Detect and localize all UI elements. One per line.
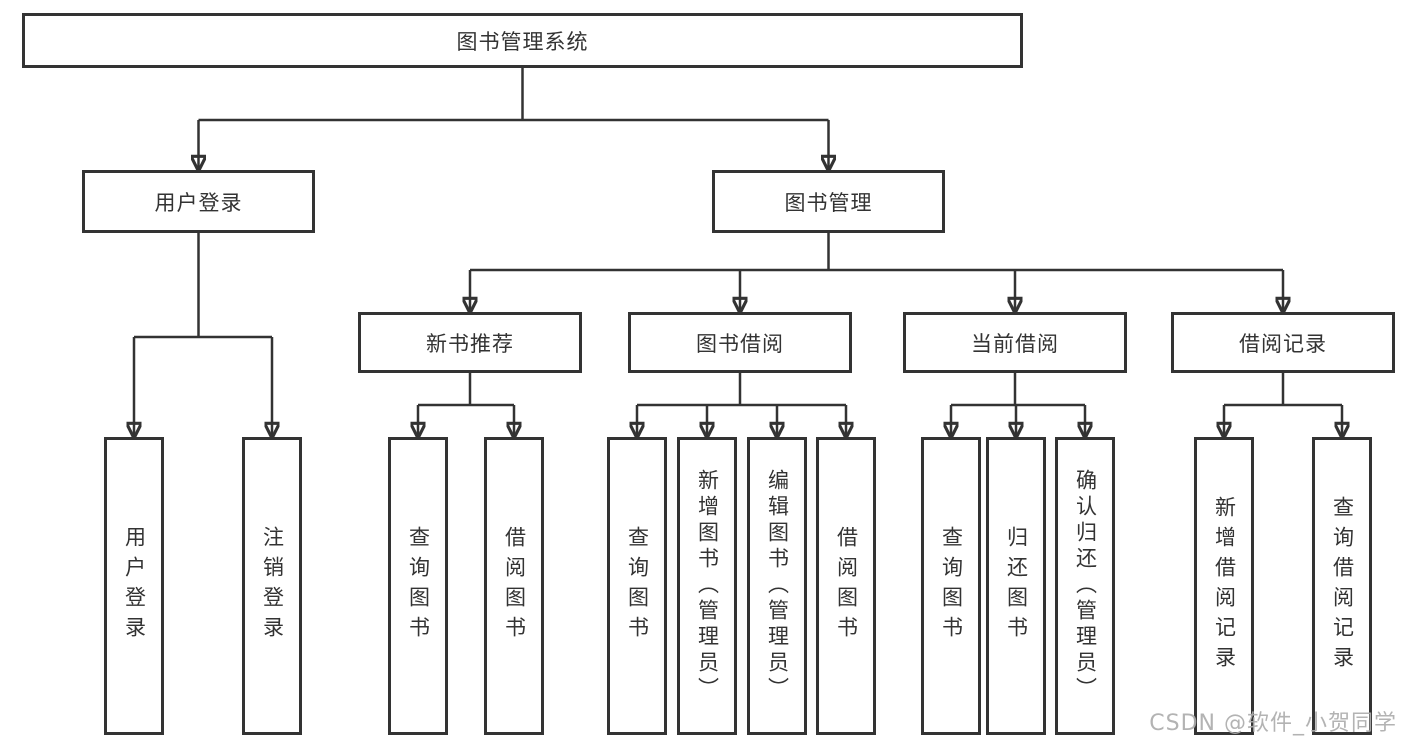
node-book-borrowing-label: 图书借阅: [696, 331, 784, 356]
leaf-current-confirm-return-admin: 确认归还（管理员）: [1055, 437, 1115, 735]
node-user-login-label: 用户登录: [154, 190, 243, 215]
leaf-user-login-label: 用户登录: [122, 526, 147, 646]
leaf-rec-borrow-books-label: 借阅图书: [502, 526, 527, 646]
leaf-borrow-add-books-admin: 新增图书（管理员）: [677, 437, 737, 735]
leaf-borrow-edit-books-admin: 编辑图书（管理员）: [747, 437, 807, 735]
leaf-rec-query-books-label: 查询图书: [406, 526, 431, 646]
leaf-borrow-borrow-books-label: 借阅图书: [834, 526, 859, 646]
leaf-rec-query-books: 查询图书: [388, 437, 448, 735]
leaf-logout: 注销登录: [242, 437, 302, 735]
leaf-borrow-edit-books-admin-label: 编辑图书（管理员）: [765, 469, 790, 703]
node-new-book-recommendation: 新书推荐: [358, 312, 582, 373]
node-book-borrowing: 图书借阅: [628, 312, 852, 373]
leaf-current-query-books-label: 查询图书: [939, 526, 964, 646]
leaf-borrow-borrow-books: 借阅图书: [816, 437, 876, 735]
leaf-user-login: 用户登录: [104, 437, 164, 735]
node-new-book-recommendation-label: 新书推荐: [426, 331, 514, 356]
leaf-records-add-record-label: 新增借阅记录: [1212, 496, 1237, 676]
node-library-management-system-label: 图书管理系统: [456, 29, 589, 54]
watermark: CSDN @软件_小贺同学: [1149, 711, 1397, 736]
node-library-management-system: 图书管理系统: [22, 13, 1023, 68]
leaf-records-add-record: 新增借阅记录: [1194, 437, 1254, 735]
leaf-rec-borrow-books: 借阅图书: [484, 437, 544, 735]
leaf-borrow-query-books: 查询图书: [607, 437, 667, 735]
connector-arrows: [134, 120, 1342, 437]
node-book-management-label: 图书管理: [784, 190, 873, 215]
leaf-current-query-books: 查询图书: [921, 437, 981, 735]
node-user-login: 用户登录: [82, 170, 315, 233]
leaf-current-return-books: 归还图书: [986, 437, 1046, 735]
leaf-current-confirm-return-admin-label: 确认归还（管理员）: [1073, 469, 1098, 703]
leaf-records-query-record-label: 查询借阅记录: [1330, 496, 1355, 676]
node-current-borrowing: 当前借阅: [903, 312, 1127, 373]
leaf-records-query-record: 查询借阅记录: [1312, 437, 1372, 735]
leaf-borrow-query-books-label: 查询图书: [625, 526, 650, 646]
leaf-borrow-add-books-admin-label: 新增图书（管理员）: [695, 469, 720, 703]
leaf-current-return-books-label: 归还图书: [1004, 526, 1029, 646]
node-book-management: 图书管理: [712, 170, 945, 233]
node-borrowing-records-label: 借阅记录: [1239, 331, 1327, 356]
node-borrowing-records: 借阅记录: [1171, 312, 1395, 373]
node-current-borrowing-label: 当前借阅: [971, 331, 1059, 356]
leaf-logout-label: 注销登录: [260, 526, 285, 646]
